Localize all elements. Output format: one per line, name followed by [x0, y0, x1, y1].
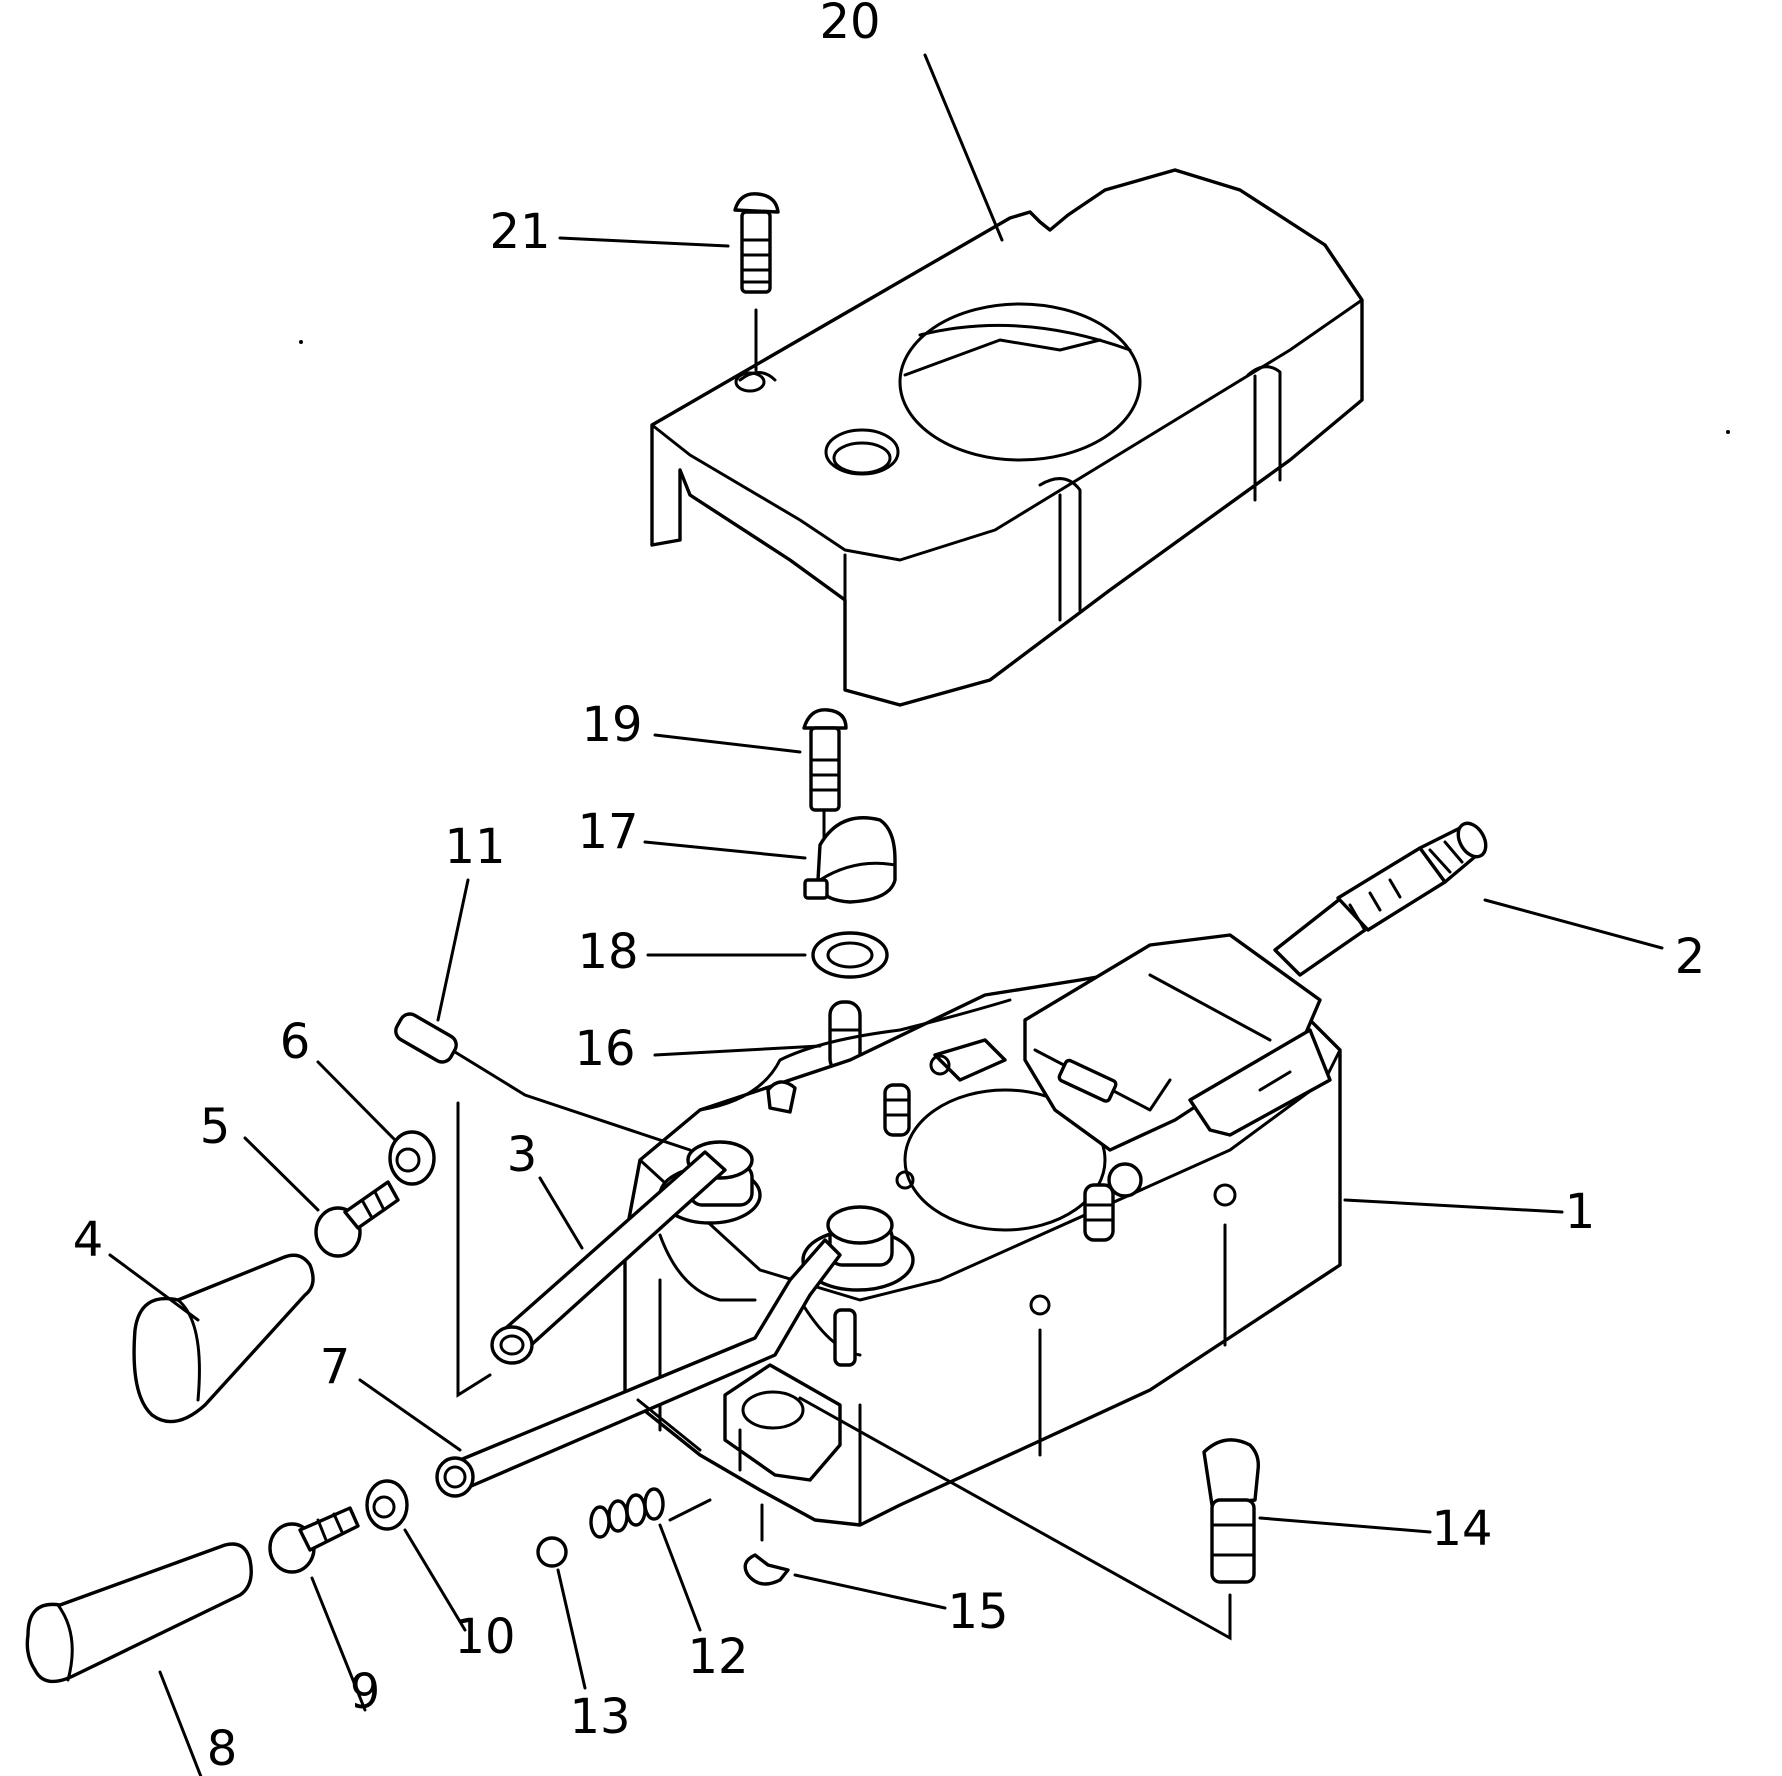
part-17-cap: [803, 816, 897, 904]
callout-9: 9: [350, 1664, 381, 1720]
part-18-washer: [811, 931, 889, 979]
part-15-clip: [743, 1503, 790, 1586]
part-20-cover: [650, 168, 1364, 707]
callout-11: 11: [444, 819, 505, 875]
callout-21: 21: [489, 204, 550, 260]
part-12-spring: [589, 1487, 665, 1539]
callout-1: 1: [1565, 1184, 1596, 1240]
callout-2: 2: [1675, 929, 1706, 985]
callout-17: 17: [577, 804, 638, 860]
part-14-bolt: [1202, 1438, 1261, 1584]
part-19-screw: [802, 708, 848, 862]
callout-5: 5: [200, 1099, 231, 1155]
part-5-bolt: [314, 1180, 400, 1258]
callout-20: 20: [819, 0, 880, 50]
part-10-nut: [365, 1479, 409, 1531]
part-11-pin: [394, 1012, 458, 1064]
callout-8: 8: [207, 1721, 238, 1776]
assembly-guides: [453, 1050, 1232, 1641]
callout-3: 3: [507, 1127, 538, 1183]
part-2-switch: [1023, 821, 1488, 1152]
callout-13: 13: [569, 1689, 630, 1745]
part-13-ball: [536, 1536, 568, 1568]
callout-6: 6: [280, 1014, 311, 1070]
callout-7: 7: [320, 1339, 351, 1395]
part-8-grip: [25, 1542, 253, 1684]
speck: [299, 340, 303, 344]
callout-18: 18: [577, 924, 638, 980]
callout-4: 4: [73, 1212, 104, 1268]
part-21-screw: [733, 192, 780, 372]
part-9-bolt: [268, 1506, 360, 1574]
part-7-rod: [435, 1238, 842, 1498]
callout-12: 12: [687, 1629, 748, 1685]
part-3-rod: [490, 1150, 727, 1365]
part-4-grip: [132, 1253, 315, 1424]
callout-19: 19: [581, 697, 642, 753]
leader-lines: [108, 53, 1664, 1776]
part-1-lower-clamp: [723, 1363, 842, 1482]
callout-labels: 20 21 19 17 18 16 11 6 5 4 3 7 8 9 10 13…: [73, 0, 1706, 1776]
callout-15: 15: [947, 1584, 1008, 1640]
callout-16: 16: [574, 1021, 635, 1077]
part-6-nut: [388, 1130, 436, 1186]
callout-10: 10: [454, 1609, 515, 1665]
speck: [1726, 430, 1730, 434]
mechanism-parts: [766, 1038, 1143, 1242]
callout-14: 14: [1431, 1501, 1492, 1557]
